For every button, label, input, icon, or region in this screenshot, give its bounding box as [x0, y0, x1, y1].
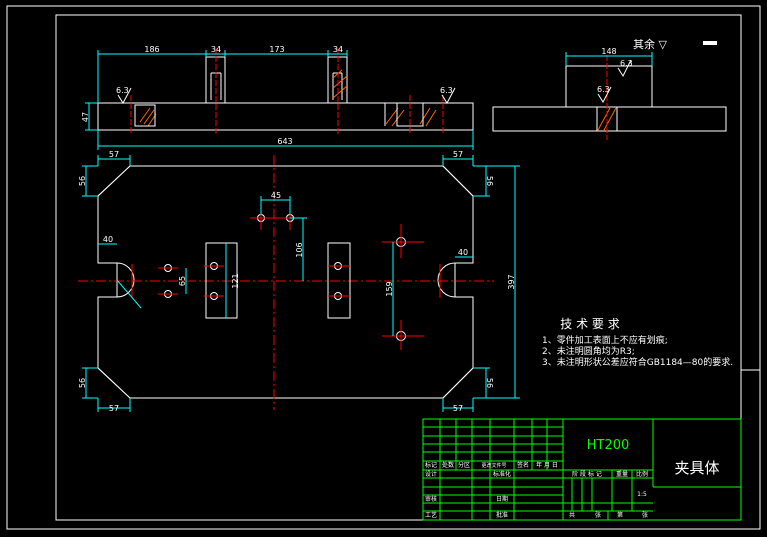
dim-40-left: 40 [103, 235, 113, 244]
tech-req-item-1: 1、零件加工表面上不应有划痕; [542, 334, 668, 346]
roughness-6-3-c: 6.3 [620, 59, 633, 68]
roughness-note: 其余 ▽ [633, 37, 667, 51]
tech-req-item-3: 3、未注明形状公差应符合GB1184—80的要求. [542, 356, 733, 368]
dim-56-bottom-right: 56 [485, 378, 494, 388]
inner-border [55, 14, 742, 521]
dim-40-right: 40 [458, 248, 468, 257]
dim-56-top-right: 56 [485, 176, 494, 186]
dim-56-top-left: 56 [78, 176, 87, 186]
part-name: 夹具体 [674, 459, 719, 477]
dim-57-bottom-left: 57 [109, 404, 119, 413]
label-sheets-a: 张 [595, 511, 601, 519]
rev-label-sign: 签名 [517, 461, 529, 469]
tech-requirements: 技 术 要 求 1、零件加工表面上不应有划痕; 2、未注明圆角均为R3; 3、未… [542, 317, 733, 368]
title-block-text: HT200 夹具体 1:5 标记 处数 分区 更改文件号 签名 年 月 日 设计… [425, 438, 720, 519]
top-view: 57 57 57 57 56 56 56 56 40 40 45 106 65 … [78, 150, 520, 413]
dim-397: 397 [507, 274, 516, 289]
dim-65: 65 [178, 276, 187, 286]
dim-186: 186 [144, 45, 159, 54]
roughness-6-3-b: 6.3 [440, 86, 453, 95]
roughness-6-3-d: 6.3 [597, 85, 610, 94]
tech-req-item-2: 2、未注明圆角均为R3; [542, 345, 635, 357]
roughness-symbol-icon [703, 41, 717, 45]
dim-643: 643 [277, 137, 292, 146]
front-view: 186 34 173 34 47 643 6.3 6.3 [81, 45, 474, 150]
dim-159: 159 [385, 281, 394, 296]
side-view: 148 6.3 6.3 其余 ▽ [492, 37, 727, 140]
material-label: HT200 [587, 438, 630, 453]
dim-173: 173 [269, 45, 284, 54]
scale-value: 1:5 [637, 491, 647, 498]
outer-border [6, 5, 761, 530]
dim-34-b: 34 [333, 45, 343, 54]
label-process: 工艺 [425, 511, 437, 519]
dim-47: 47 [81, 112, 90, 122]
label-sheets-b: 张 [642, 511, 648, 519]
label-stage: 阶 段 标 记 [572, 470, 602, 478]
rev-label-mark: 标记 [425, 461, 437, 469]
label-total: 共 [569, 511, 575, 519]
dim-57-top-right: 57 [453, 150, 463, 159]
label-scale: 比例 [636, 470, 648, 478]
label-sheet-no: 第 [617, 511, 623, 519]
rev-label-file: 更改文件号 [481, 462, 506, 469]
label-weight: 重量 [616, 470, 628, 478]
dim-34-a: 34 [211, 45, 221, 54]
roughness-6-3-a: 6.3 [116, 86, 129, 95]
tech-req-title: 技 术 要 求 [560, 317, 619, 331]
dim-106: 106 [295, 242, 304, 257]
title-block [422, 418, 742, 521]
label-date: 日期 [496, 495, 508, 503]
label-review: 审核 [425, 495, 437, 503]
dim-121: 121 [231, 273, 240, 288]
label-standard: 标准化 [493, 470, 511, 478]
dim-57-top-left: 57 [109, 150, 119, 159]
label-design: 设计 [425, 470, 437, 478]
dim-45: 45 [271, 191, 281, 200]
dim-57-bottom-right: 57 [453, 404, 463, 413]
rev-label-count: 处数 [442, 461, 454, 469]
rev-label-date: 年 月 日 [536, 461, 558, 469]
dim-148: 148 [601, 47, 616, 56]
rev-label-zone: 分区 [458, 461, 470, 469]
label-approve: 批准 [496, 511, 508, 519]
dim-56-bottom-left: 56 [78, 378, 87, 388]
